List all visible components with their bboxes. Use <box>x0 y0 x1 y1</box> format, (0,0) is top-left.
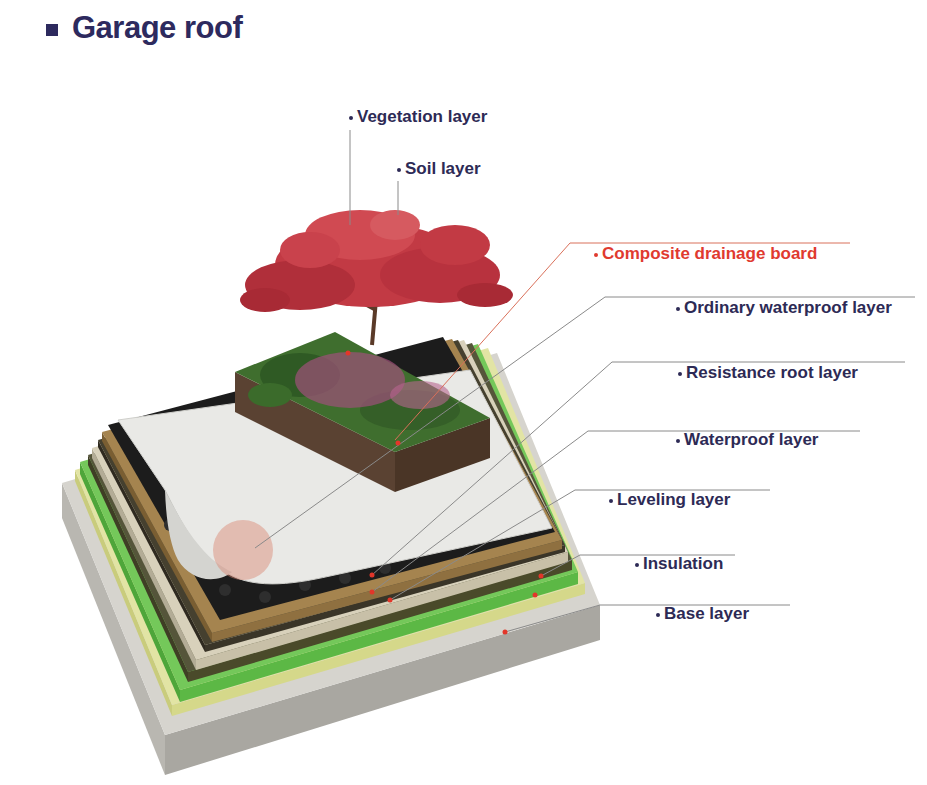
drainage-board <box>108 337 555 620</box>
layer-label: Composite drainage board <box>602 244 817 264</box>
layer-label: Waterproof layer <box>684 430 818 450</box>
bullet-dot <box>676 439 680 443</box>
bullet-dot <box>594 253 598 257</box>
bullet-dot <box>609 499 613 503</box>
marker-dots <box>346 351 544 635</box>
layer-label: Base layer <box>664 604 749 624</box>
soil-block <box>235 332 490 492</box>
tree <box>240 210 513 345</box>
title: Garage roof <box>72 10 242 46</box>
bullet-dot <box>676 307 680 311</box>
leader-lines <box>255 130 915 632</box>
bullet-dot <box>397 168 401 172</box>
dark-layer <box>98 340 565 652</box>
layer-label: Resistance root layer <box>686 363 858 383</box>
bullet-dot <box>349 116 353 120</box>
ordinary-waterproof-layer <box>102 339 562 642</box>
layer-label: Vegetation layer <box>357 107 487 127</box>
title-bullet <box>46 24 58 36</box>
bullet-dot <box>656 613 660 617</box>
layer-label: Leveling layer <box>617 490 730 510</box>
layer-label: Ordinary waterproof layer <box>684 298 892 318</box>
layer-label: Soil layer <box>405 159 481 179</box>
bullet-dot <box>678 372 682 376</box>
layer-label: Insulation <box>643 554 723 574</box>
bullet-dot <box>635 563 639 567</box>
